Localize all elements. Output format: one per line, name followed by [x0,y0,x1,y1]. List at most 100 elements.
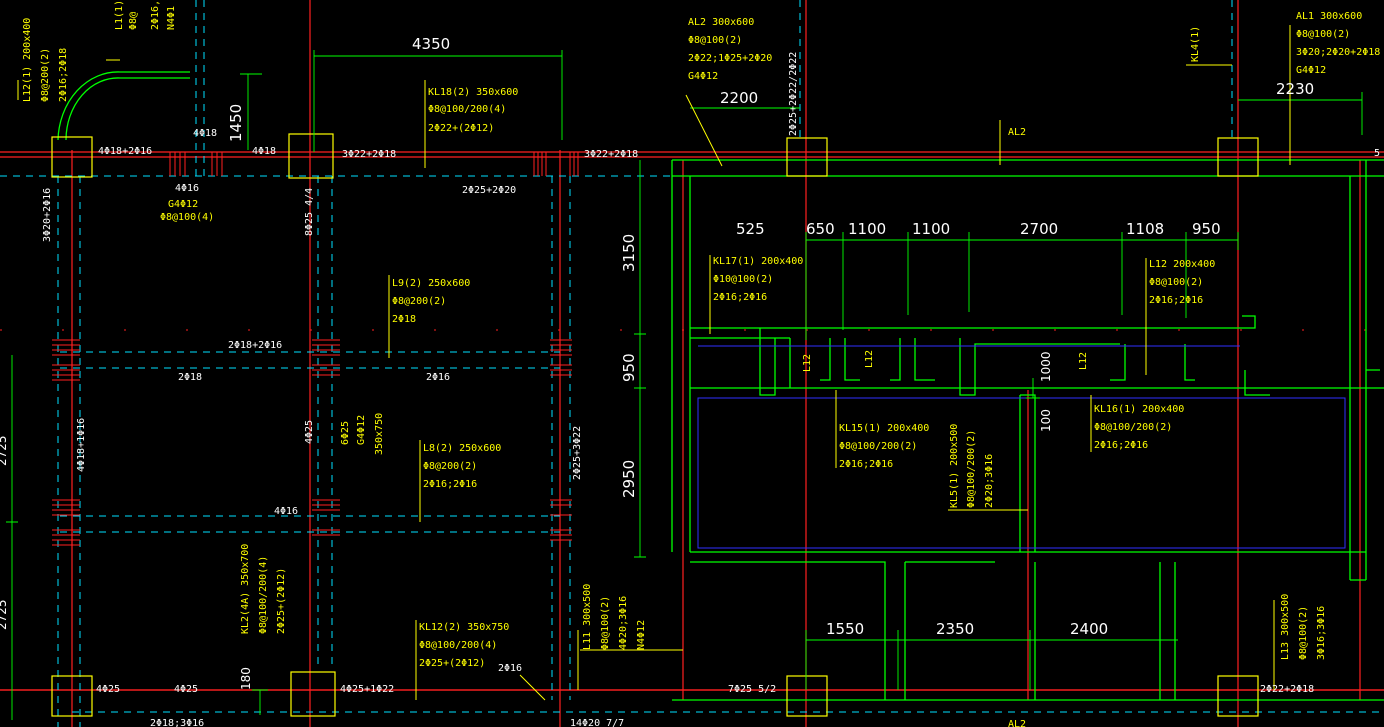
l12-tag-2: L12 [864,350,875,368]
kl12-line-3: 2Φ25+(2Φ12) [419,658,485,669]
dim-3150: 3150 [620,234,638,272]
kl15-line-1: KL15(1) 200x400 [839,423,929,434]
dim-1550: 1550 [826,620,864,638]
l13-line-3: 3Φ16;3Φ16 [1316,606,1327,660]
column-b3 [786,675,828,717]
dim-2200: 2200 [720,89,758,107]
dim-525: 525 [736,220,765,238]
g4-line-1: G4Φ12 [168,199,198,210]
column-b2 [290,671,336,717]
rebar-bot-a: 4Φ25 [96,684,120,695]
rebar-top-c: 4Φ18 [252,146,276,157]
dim-2350: 2350 [936,620,974,638]
l1-line-4: N4Φ1 [166,6,177,30]
kl17-line-2: Φ10@100(2) [713,274,773,285]
al1-line-3: 3Φ20;2Φ20+2Φ18 [1296,47,1380,58]
al1-line-2: Φ8@100(2) [1296,29,1350,40]
kl5-line-3: 2Φ20;3Φ16 [984,454,995,508]
kl16-line-1: KL16(1) 200x400 [1094,404,1184,415]
kl15-line-3: 2Φ16;2Φ16 [839,459,893,470]
column-b4 [1217,675,1259,717]
al2-line-4: G4Φ12 [688,71,718,82]
kl15-line-2: Φ8@100/200(2) [839,441,917,452]
dim-100: 100 [1039,409,1053,432]
dim-2725-b: 2725 [0,599,9,630]
dimension-lines [6,50,1363,720]
dim-950-b: 950 [1192,220,1221,238]
rebar-bot-f: 2Φ22+2Φ18 [1260,684,1314,695]
beam-annotations: L1(1) Φ8@ 2Φ16,2 N4Φ1 L12(1) 200x400 Φ8@… [22,0,1380,727]
dimension-texts: 4350 1450 2200 2230 3150 950 2950 525 65… [0,35,1380,690]
slab-edges [697,345,1346,549]
l9-line-1: L9(2) 250x600 [392,278,470,289]
l12-left-line-3: 2Φ16;2Φ18 [58,48,69,102]
rebar-mid-b: 2Φ18 [178,372,202,383]
al2-line-1: AL2 300x600 [688,17,754,28]
l12-tag-3: L12 [1078,352,1089,370]
rebar-vert-a: 2Φ25+2Φ22/2Φ22 [788,52,799,136]
dim-1000: 1000 [1039,351,1053,382]
rebar-bot-b: 4Φ25 [174,684,198,695]
leader-lines [17,25,1291,701]
column-mid-line-3: 350x750 [374,413,385,455]
l13-line-1: L13 300x500 [1280,594,1291,660]
column-a2 [288,133,334,179]
dim-2950: 2950 [620,460,638,498]
column-a1 [51,136,93,178]
rebar-top-d: 3Φ22+2Φ18 [342,149,396,160]
al2-line-3: 2Φ22;1Φ25+2Φ20 [688,53,772,64]
kl2-line-3: 2Φ25+(2Φ12) [276,568,287,634]
rebar-top-b: 4Φ18 [193,128,217,139]
kl12-line-1: KL12(2) 350x750 [419,622,509,633]
rebar-bot-h: 14Φ20 7/7 [570,718,624,727]
al1-line-4: G4Φ12 [1296,65,1326,76]
dim-950: 950 [620,353,638,382]
l12-left-line-1: L12(1) 200x400 [22,18,33,102]
kl2-line-2: Φ8@100/200(4) [258,556,269,634]
l8-line-1: L8(2) 250x600 [423,443,501,454]
rebar-col-v: 8Φ25 4/4 [304,188,315,236]
column-b1 [51,675,93,717]
rebar-bot-c: 4Φ25+1Φ22 [340,684,394,695]
rebar-mid-f: 4Φ16 [274,506,298,517]
l12-right-line-2: Φ8@100(2) [1149,277,1203,288]
column-a3 [786,137,828,177]
l12-tag-1: L12 [802,354,813,372]
dim-2700: 2700 [1020,220,1058,238]
rebar-ticks [52,152,579,546]
column-mid-line-1: 6Φ25 [340,421,351,445]
dim-1100-a: 1100 [848,220,886,238]
dim-1108: 1108 [1126,220,1164,238]
kl18-line-1: KL18(2) 350x600 [428,87,518,98]
rebar-bot-g: 2Φ18;3Φ16 [150,718,204,727]
rebar-top-a: 4Φ18+2Φ16 [98,146,152,157]
column-mid-line-2: G4Φ12 [356,415,367,445]
l12-right-line-1: L12 200x400 [1149,259,1215,270]
kl4-label: KL4(1) [1190,26,1201,62]
rebar-top-e: 3Φ22+2Φ18 [584,149,638,160]
rebar-mid-g: 2Φ25+3Φ22 [572,426,583,480]
rebar-mid-a: 2Φ18+2Φ16 [228,340,282,351]
kl12-line-2: Φ8@100/200(4) [419,640,497,651]
al1-line-1: AL1 300x600 [1296,11,1362,22]
l1-line-2: Φ8@ [128,12,139,30]
dim-2400: 2400 [1070,620,1108,638]
dim-1100-b: 1100 [912,220,950,238]
rebar-left-a: 3Φ20+2Φ16 [42,188,53,242]
kl18-line-3: 2Φ22+(2Φ12) [428,123,494,134]
l11-line-1: L11 300x500 [582,584,593,650]
l1-line-3: 2Φ16,2 [150,0,161,30]
rebar-mid-e: 4Φ25 [304,420,315,444]
l8-line-3: 2Φ16;2Φ16 [423,479,477,490]
kl17-line-3: 2Φ16;2Φ16 [713,292,767,303]
l9-line-2: Φ8@200(2) [392,296,446,307]
l1-line-1: L1(1) [114,0,125,30]
dim-1450: 1450 [227,104,245,142]
dim-650: 650 [806,220,835,238]
rebar-mid-d: 4Φ18+1Φ16 [76,418,87,472]
dim-5: 5 [1374,148,1380,159]
rebar-notes: 4Φ18+2Φ16 4Φ18 4Φ18 3Φ22+2Φ18 3Φ22+2Φ18 … [42,52,1314,727]
